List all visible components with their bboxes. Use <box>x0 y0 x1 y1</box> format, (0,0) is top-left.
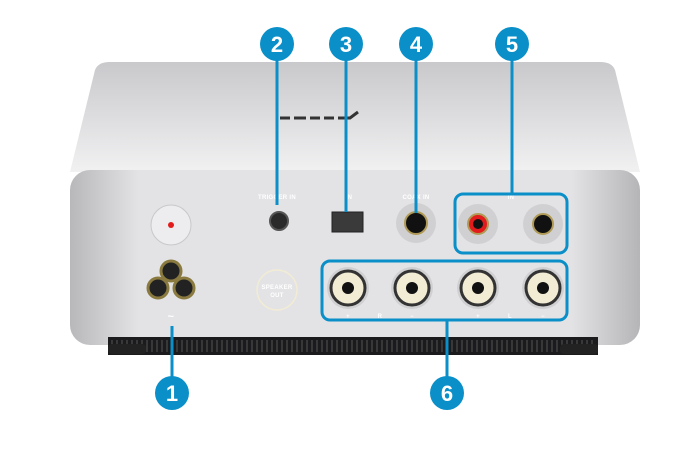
callout-badge <box>260 27 294 61</box>
speaker-terminal-label: L <box>508 314 512 320</box>
speaker-terminal-label: − <box>410 314 414 320</box>
power-inlet <box>146 259 196 300</box>
callout-trigger-in: 2 <box>260 27 294 205</box>
device-top <box>70 62 640 172</box>
vent-slots <box>111 340 593 352</box>
callout-power-inlet: 1 <box>155 326 189 410</box>
speaker-out-badge <box>256 269 298 311</box>
vent-strip <box>108 337 598 355</box>
power-indicator-icon <box>168 222 174 228</box>
foot-left <box>108 344 146 354</box>
speaker-terminal-label: + <box>476 314 480 320</box>
optical-in-label: IN <box>346 195 353 201</box>
callout-badge <box>329 27 363 61</box>
callout-badge <box>155 376 189 410</box>
callout-number: 2 <box>271 32 283 57</box>
coax-in-socket <box>404 211 428 235</box>
analog-in-right-pin <box>473 219 483 229</box>
optical-in-port <box>331 211 364 233</box>
speaker-terminal-4 <box>522 267 564 309</box>
callout-number: 5 <box>506 32 518 57</box>
speaker-terminal-label: + <box>346 314 350 320</box>
foot-right <box>560 344 598 354</box>
callout-coax-in: 4 <box>399 27 433 213</box>
callout-analog-in: 5 <box>495 27 529 194</box>
callout-number: 1 <box>166 381 178 406</box>
callout-badge <box>495 27 529 61</box>
speaker-terminal-label: − <box>541 314 545 320</box>
trigger-in-jack <box>269 211 289 231</box>
analog-in-left-socket <box>532 213 554 235</box>
callout-box-speaker-out <box>320 259 569 322</box>
speaker-terminal-label: R <box>378 314 383 320</box>
callout-badge <box>399 27 433 61</box>
callout-badge <box>430 376 464 410</box>
power-symbol-label: ~ <box>168 311 175 323</box>
callout-number: 4 <box>410 32 423 57</box>
callout-number: 3 <box>340 32 352 57</box>
speaker-terminal-3 <box>457 267 499 309</box>
speaker-terminal-1 <box>327 267 369 309</box>
device-logo <box>280 110 359 120</box>
analog-in-label: IN <box>508 195 515 201</box>
callout-speaker-out: 6 <box>430 320 464 410</box>
callout-optical-in: 3 <box>329 27 363 212</box>
callout-number: 6 <box>441 381 453 406</box>
speaker-terminal-2 <box>391 267 433 309</box>
device-front-panel <box>70 170 640 345</box>
